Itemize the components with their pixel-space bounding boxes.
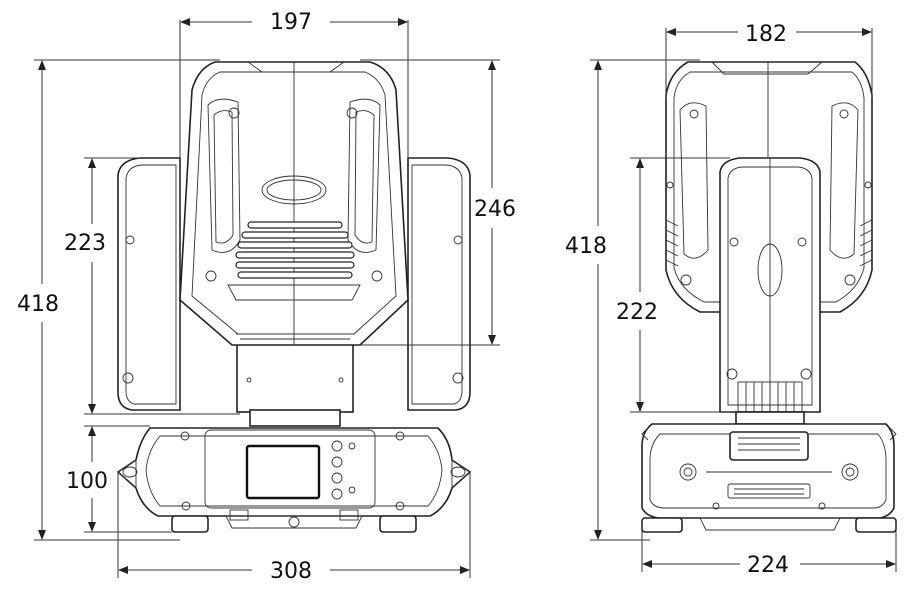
front-base — [116, 427, 472, 533]
display-screen — [245, 444, 321, 500]
front-dimensions: 197 246 223 418 100 308 — [17, 10, 516, 584]
side-vents-right — [859, 219, 873, 267]
dim-head-width: 197 — [270, 10, 312, 35]
front-view: 197 246 223 418 100 308 — [17, 10, 516, 584]
side-vents-left — [665, 219, 679, 267]
front-vent-grille — [235, 221, 355, 279]
front-head — [179, 61, 409, 346]
dim-side-head-depth: 182 — [745, 22, 787, 47]
side-neck-fins — [737, 381, 803, 413]
dim-side-base-depth: 224 — [747, 553, 789, 578]
dim-total-height: 418 — [17, 292, 59, 317]
dim-side-total-height: 418 — [565, 234, 607, 259]
dim-yoke-height: 223 — [64, 231, 106, 256]
side-yoke — [719, 157, 821, 425]
front-yoke — [117, 157, 471, 427]
side-view: 182 418 222 224 — [565, 22, 897, 578]
dim-base-height: 100 — [66, 469, 108, 494]
side-dimensions: 182 418 222 224 — [565, 22, 897, 578]
dim-side-yoke-height: 222 — [616, 300, 658, 325]
dim-head-height: 246 — [474, 197, 516, 222]
side-base — [641, 423, 897, 533]
dim-base-width: 308 — [270, 559, 312, 584]
